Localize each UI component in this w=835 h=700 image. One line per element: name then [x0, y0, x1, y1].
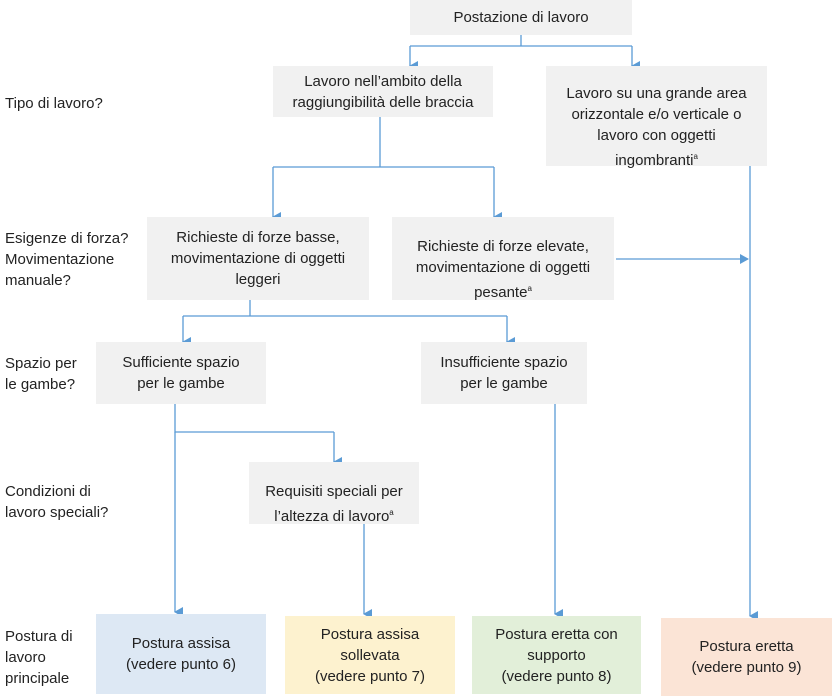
posture-raised-seated: Postura assisa sollevata (vedere punto 7… — [285, 616, 455, 694]
posture-seated: Postura assisa (vedere punto 6) — [96, 614, 266, 694]
box-enough-space: Sufficiente spazio per le gambe — [96, 342, 266, 404]
question-work-type: Tipo di lavoro? — [5, 95, 103, 112]
footnote-marker: a — [389, 507, 394, 517]
box-reach-work-text: Lavoro nell’ambito della raggiungibilità… — [292, 72, 474, 111]
box-special-height-text: Requisiti speciali per l’altezza di lavo… — [265, 482, 403, 525]
box-high-force-text: Richieste di forze elevate, movimentazio… — [415, 237, 591, 301]
box-low-force-text: Richieste di forze basse, movimentazione… — [170, 229, 346, 288]
box-large-area-work-text: Lavoro su una grande area orizzontale e/… — [566, 84, 747, 169]
box-reach-work: Lavoro nell’ambito della raggiungibilità… — [273, 66, 493, 117]
connector-enough-space — [174, 404, 334, 433]
question-main-posture: Postura di lavoro principale — [5, 628, 73, 687]
box-special-height: Requisiti speciali per l’altezza di lavo… — [249, 462, 419, 525]
question-special-conditions: Condizioni di lavoro speciali? — [5, 483, 109, 521]
box-low-force: Richieste di forze basse, movimentazione… — [147, 217, 369, 300]
posture-standing: Postura eretta (vedere punto 9) — [661, 618, 832, 696]
box-not-enough-space-text: Insufficiente spazio per le gambe — [440, 354, 568, 392]
question-force: Esigenze di forza? Movimentazione manual… — [5, 230, 129, 289]
posture-standing-support-text: Postura eretta con supporto (vedere punt… — [495, 625, 618, 685]
posture-seated-text: Postura assisa (vedere punto 6) — [125, 635, 237, 673]
box-enough-space-text: Sufficiente spazio per le gambe — [122, 354, 240, 392]
posture-raised-seated-text: Postura assisa sollevata (vedere punto 7… — [314, 625, 426, 685]
question-leg-space: Spazio per le gambe? — [5, 355, 77, 393]
connector-low-force — [183, 300, 507, 317]
posture-standing-text: Postura eretta (vedere punto 9) — [691, 638, 802, 676]
footnote-marker: a — [527, 283, 532, 293]
box-workstation: Postazione di lavoro — [410, 0, 632, 35]
connector-workstation — [410, 35, 632, 47]
box-not-enough-space: Insufficiente spazio per le gambe — [421, 342, 587, 404]
posture-standing-support: Postura eretta con supporto (vedere punt… — [472, 616, 641, 694]
box-large-area-work: Lavoro su una grande area orizzontale e/… — [546, 66, 767, 169]
footnote-marker: a — [693, 151, 698, 161]
box-workstation-text: Postazione di lavoro — [453, 9, 589, 26]
box-high-force: Richieste di forze elevate, movimentazio… — [392, 217, 614, 301]
connector-reach-work — [273, 117, 494, 168]
